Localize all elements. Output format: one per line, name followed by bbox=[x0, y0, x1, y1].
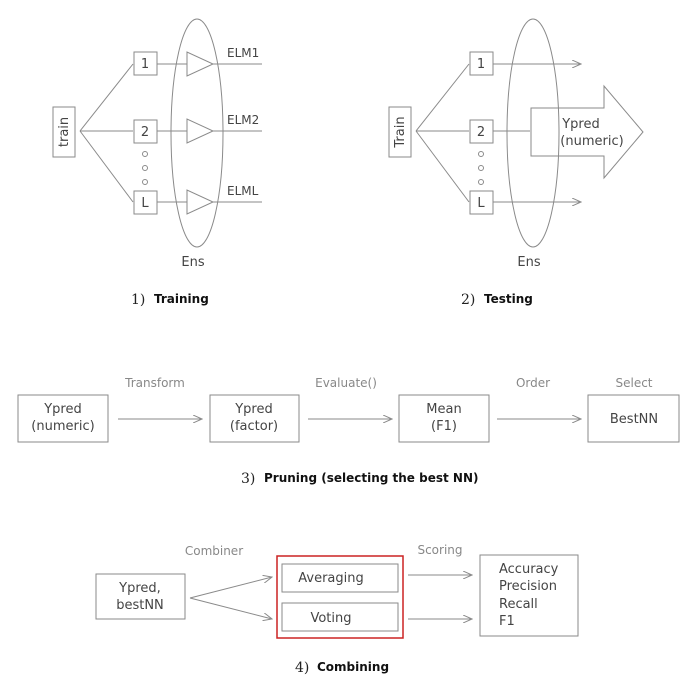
scoring-label: Scoring bbox=[417, 543, 462, 557]
ensemble-ellipse bbox=[506, 18, 560, 248]
ellipsis-dot bbox=[478, 179, 484, 185]
caption-text: Training bbox=[154, 292, 209, 306]
box-bestnn bbox=[587, 394, 680, 443]
panel-training: train 1 2 L ELM1 ELM2 ELML Ens 1) Traini… bbox=[52, 18, 262, 308]
panel-combining: Combiner Scoring Ypred, bestNN Averaging… bbox=[95, 543, 579, 676]
edge-label-order: Order bbox=[516, 376, 550, 390]
output-label-line2: (numeric) bbox=[560, 134, 623, 149]
metric-precision: Precision bbox=[499, 579, 557, 594]
box-ypred-bestnn-line1: Ypred, bbox=[118, 581, 161, 596]
test-input-box bbox=[388, 106, 412, 158]
box-ypred-numeric bbox=[17, 394, 109, 443]
branch-line-L bbox=[415, 130, 470, 203]
node-label-1: 1 bbox=[477, 57, 485, 72]
ensemble-label: Ens bbox=[181, 255, 204, 270]
edge-label-evaluate: Evaluate() bbox=[315, 376, 377, 390]
triangle-icon bbox=[186, 189, 215, 215]
combiner-label: Combiner bbox=[185, 544, 243, 558]
node-label-L: L bbox=[141, 196, 149, 211]
box-ypred-bestnn-line2: bestNN bbox=[116, 598, 164, 613]
box-mean-f1 bbox=[398, 394, 490, 443]
metric-accuracy: Accuracy bbox=[499, 562, 559, 577]
box-ypred-factor-line2: (factor) bbox=[230, 419, 278, 434]
triangle-icon bbox=[186, 118, 215, 144]
box-ypred-factor bbox=[209, 394, 300, 443]
method-averaging: Averaging bbox=[298, 571, 364, 586]
caption-number: 1) bbox=[131, 292, 145, 308]
box-ypred-factor-line1: Ypred bbox=[234, 402, 273, 417]
combiner-highlight-box bbox=[276, 555, 404, 639]
edge-label-transform: Transform bbox=[124, 376, 185, 390]
branch-line-1 bbox=[79, 63, 134, 132]
panel-testing: Train 1 2 L Ypred (numeric) Ens 2) Testi… bbox=[388, 18, 644, 308]
caption-number: 2) bbox=[461, 292, 475, 308]
box-bestnn-line1: BestNN bbox=[610, 412, 658, 427]
big-arrow-icon bbox=[530, 84, 644, 180]
train-input-label: train bbox=[57, 117, 72, 147]
caption-text: Pruning (selecting the best NN) bbox=[264, 471, 478, 485]
box-averaging bbox=[281, 563, 399, 593]
ensemble-label: Ens bbox=[517, 255, 540, 270]
ellipsis-dot bbox=[478, 165, 484, 171]
metric-f1: F1 bbox=[499, 614, 515, 629]
triangle-icon bbox=[186, 51, 215, 77]
ensemble-ellipse bbox=[170, 18, 224, 248]
box-voting bbox=[281, 602, 399, 632]
box-mean-f1-line1: Mean bbox=[426, 402, 461, 417]
arrow-to-averaging bbox=[189, 577, 272, 599]
test-input-label: Train bbox=[393, 116, 408, 148]
box-ypred-numeric-line2: (numeric) bbox=[31, 419, 94, 434]
branch-line-1 bbox=[415, 63, 470, 132]
train-input-box bbox=[52, 106, 76, 158]
caption-number: 4) bbox=[295, 660, 309, 676]
node-label-2: 2 bbox=[141, 125, 149, 140]
ellipsis-dot bbox=[142, 151, 148, 157]
box-ypred-bestnn bbox=[95, 573, 186, 620]
caption-text: Testing bbox=[484, 292, 533, 306]
caption-number: 3) bbox=[241, 471, 255, 487]
ellipsis-dot bbox=[142, 179, 148, 185]
caption-text: Combining bbox=[317, 660, 389, 674]
learner-label-1: ELM1 bbox=[227, 46, 259, 60]
method-voting: Voting bbox=[310, 611, 351, 626]
learner-label-2: ELM2 bbox=[227, 113, 259, 127]
node-label-2: 2 bbox=[477, 125, 485, 140]
ellipsis-dot bbox=[478, 151, 484, 157]
panel-pruning: Transform Evaluate() Order Select Ypred … bbox=[17, 376, 680, 487]
box-mean-f1-line2: (F1) bbox=[431, 419, 457, 434]
metric-recall: Recall bbox=[499, 597, 538, 612]
learner-label-L: ELML bbox=[227, 184, 259, 198]
node-label-1: 1 bbox=[141, 57, 149, 72]
ellipsis-dot bbox=[142, 165, 148, 171]
edge-label-select: Select bbox=[615, 376, 652, 390]
box-ypred-numeric-line1: Ypred bbox=[43, 402, 82, 417]
node-label-L: L bbox=[477, 196, 485, 211]
arrow-to-voting bbox=[189, 597, 272, 619]
output-label-line1: Ypred bbox=[561, 117, 600, 132]
branch-line-L bbox=[79, 130, 134, 203]
box-metrics bbox=[479, 554, 579, 637]
